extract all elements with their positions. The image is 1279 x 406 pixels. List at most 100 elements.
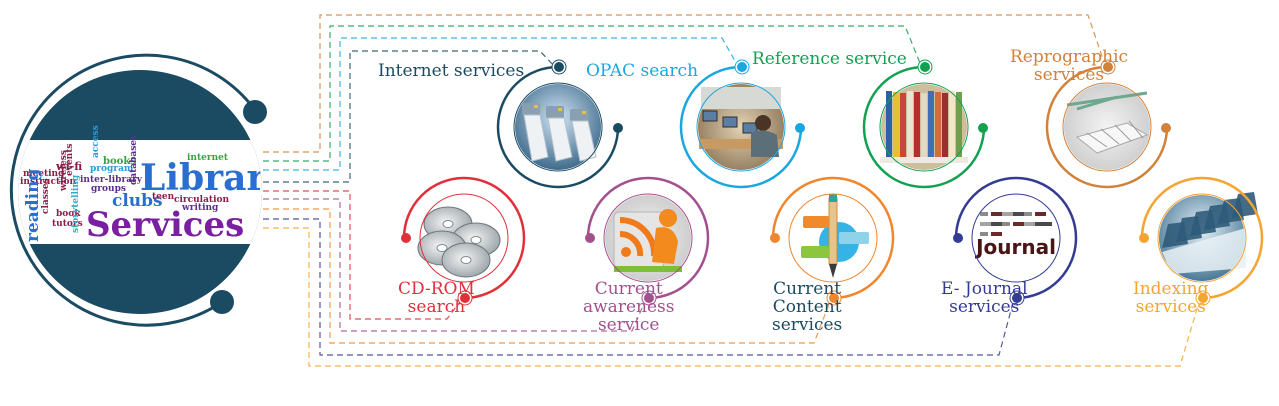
journal-image-text: Journal — [974, 235, 1056, 259]
service-label-line: services — [1135, 297, 1206, 317]
anchor-dot — [554, 62, 564, 72]
service-label-internet[interactable]: Internet services — [378, 62, 524, 80]
wordcloud-word: internet — [187, 153, 229, 163]
inner-ring — [1062, 82, 1152, 172]
hub-top-dot — [243, 100, 267, 124]
service-label-line: Current — [594, 279, 663, 299]
service-label-line: E- Journal — [941, 279, 1028, 299]
outer-arc — [862, 65, 986, 189]
connector-opac — [263, 37, 740, 171]
computer-lab-image — [698, 84, 784, 170]
network-cables-image — [515, 84, 601, 170]
wordcloud-word: meeting — [23, 169, 65, 179]
wordcloud-word: wi-fi — [55, 160, 82, 173]
hub-outer-arc — [9, 53, 257, 327]
inner-ring — [696, 82, 786, 172]
service-node-reference[interactable] — [862, 59, 988, 189]
arc-end-dot — [978, 123, 988, 133]
outer-arc — [679, 65, 803, 189]
connector-cdrom — [263, 190, 463, 320]
service-node-opac[interactable] — [679, 59, 805, 189]
wordcloud-word: classes — [41, 178, 51, 214]
service-label-line: Internet services — [378, 61, 525, 81]
service-label-line: OPAC search — [586, 61, 699, 81]
arc-end-dot — [770, 233, 780, 243]
service-label-line: Content — [772, 297, 842, 317]
service-label-line: awareness — [583, 297, 675, 317]
service-node-current-content[interactable] — [770, 176, 895, 306]
service-label-line: search — [407, 297, 466, 317]
cd-discs-image — [417, 195, 507, 281]
outer-arc — [586, 176, 710, 300]
wordcloud-word: circulation — [174, 195, 229, 205]
wordcloud-word: reading — [23, 169, 43, 242]
rss-reader-image — [605, 195, 691, 281]
anchor-dot — [644, 293, 654, 303]
anchor-dot — [1103, 62, 1113, 72]
hub-title-services: Services — [86, 205, 244, 245]
connector-reference — [263, 25, 923, 162]
library-hub — [9, 53, 267, 327]
outer-arc — [402, 176, 526, 300]
service-label-line: services — [949, 297, 1020, 317]
wordcloud-word: clubs — [112, 191, 163, 211]
service-node-ejournal[interactable]: Journal — [953, 176, 1078, 306]
outer-arc — [1045, 65, 1169, 189]
service-label-line: services — [1033, 65, 1105, 85]
wordcloud-word: databases — [129, 135, 139, 185]
arc-end-dot — [613, 123, 623, 133]
connector-internet — [263, 50, 557, 183]
wordcloud-word: program — [90, 164, 134, 174]
anchor-dot — [737, 62, 747, 72]
inner-ring — [971, 193, 1061, 283]
arc-end-dot — [585, 233, 595, 243]
inner-ring — [879, 82, 969, 172]
outer-arc — [771, 176, 895, 300]
hub-bottom-dot — [210, 290, 234, 314]
service-node-current-awareness[interactable] — [585, 176, 710, 306]
inner-ring — [513, 82, 603, 172]
connector-ejournal — [263, 218, 1015, 356]
anchor-dot — [829, 293, 839, 303]
wordcloud-word: books — [103, 156, 136, 167]
connector-reprographic — [263, 14, 1107, 153]
wordcloud-word: teen — [152, 192, 175, 202]
wordcloud-word: events — [65, 144, 75, 176]
anchor-dot — [920, 62, 930, 72]
wordcloud-word: groups — [91, 184, 126, 194]
arc-end-dot — [401, 233, 411, 243]
service-label-line: service — [597, 315, 660, 335]
service-node-internet[interactable] — [496, 59, 623, 189]
index-card-tabs-image — [1159, 192, 1258, 281]
service-label-line: Indexing — [1133, 279, 1209, 299]
inner-ring — [603, 193, 693, 283]
arc-end-dot — [1161, 123, 1171, 133]
service-node-indexing[interactable] — [1139, 176, 1264, 306]
architecture-blueprint-image — [1064, 84, 1150, 170]
wordcloud-word: writing — [181, 203, 219, 213]
arc-end-dot — [1139, 233, 1149, 243]
hub-title-library: Library — [140, 157, 287, 199]
connector-indexing — [263, 227, 1201, 367]
service-node-reprographic[interactable] — [1045, 59, 1171, 189]
wordcloud-word: storytelling — [71, 174, 81, 233]
service-label-reference[interactable]: Reference service — [752, 50, 907, 68]
journal-wordcloud-image: Journal — [973, 195, 1059, 281]
wordcloud-word: book — [56, 209, 81, 219]
hub-wordcloud-band — [18, 140, 262, 244]
service-node-cdrom[interactable] — [401, 176, 526, 306]
arc-end-dot — [953, 233, 963, 243]
outer-arc — [1140, 176, 1264, 300]
service-label-line: services — [772, 315, 843, 335]
service-label-opac[interactable]: OPAC search — [586, 62, 698, 80]
service-label-line: Current — [773, 279, 842, 299]
service-label-line: Reference service — [752, 49, 907, 69]
inner-ring — [788, 193, 878, 283]
